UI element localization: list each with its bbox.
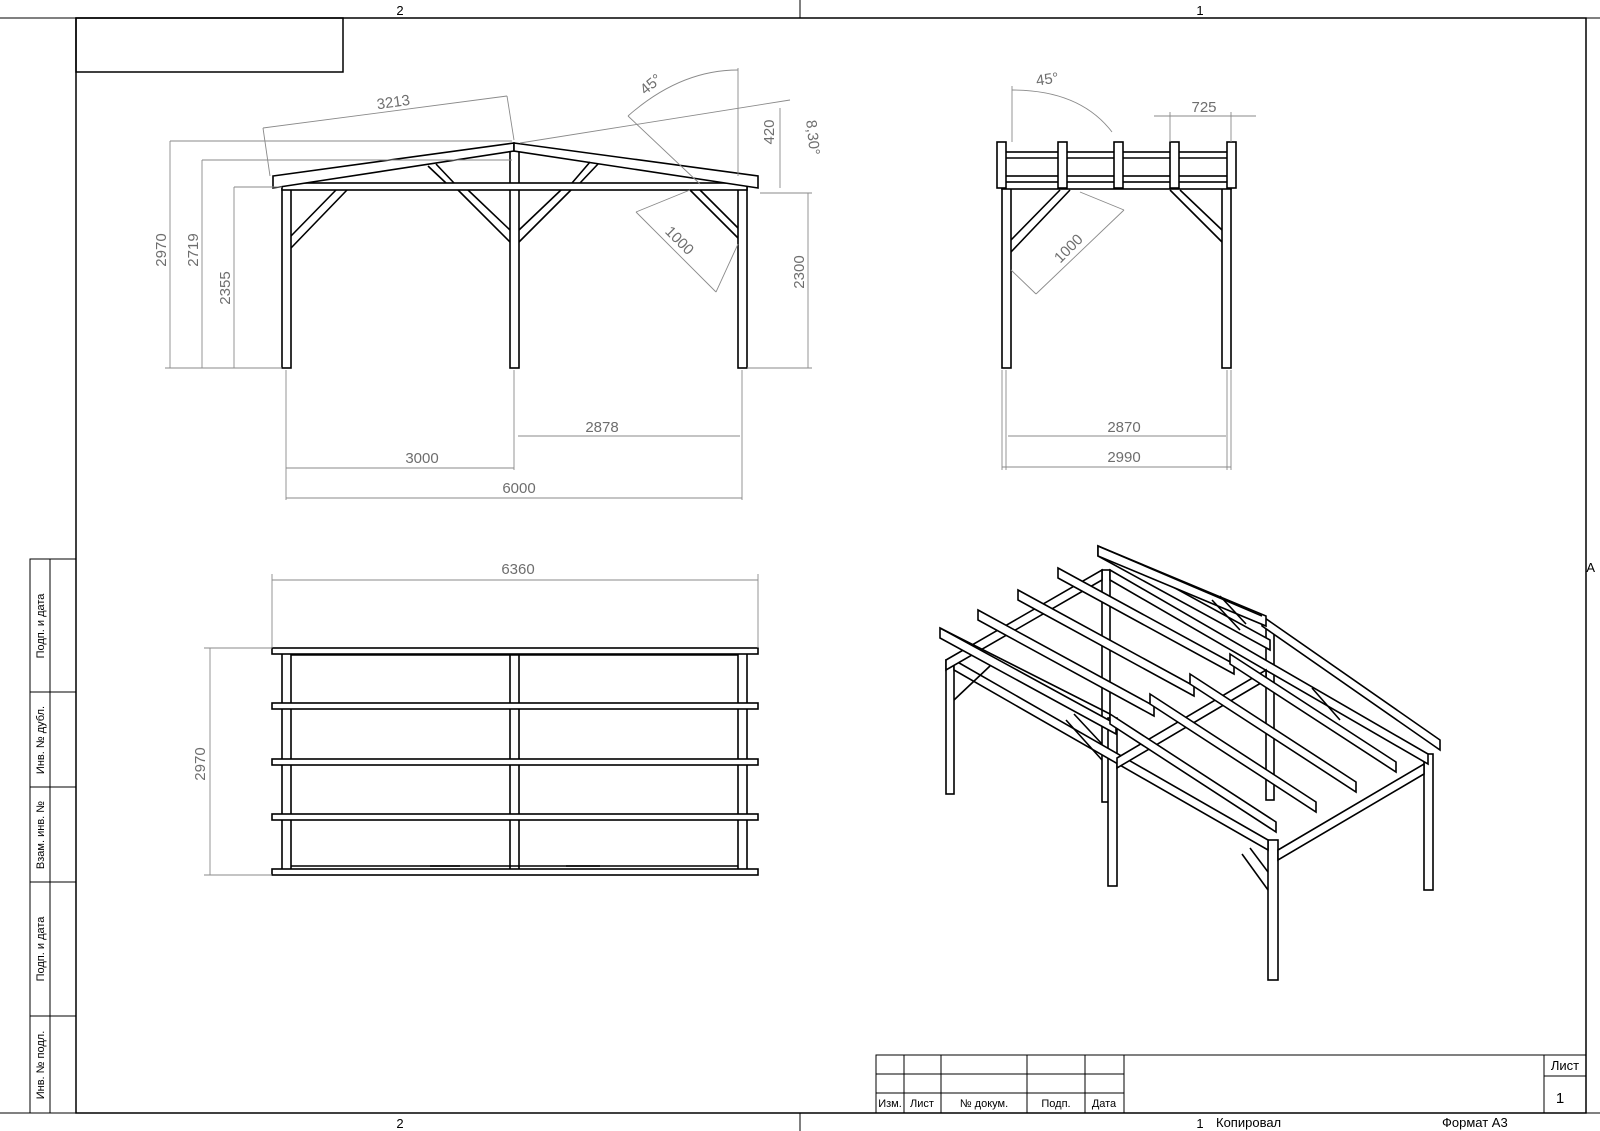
side-stamp-cell-5: Инв. № подл. [35,1031,47,1100]
front-dim-rise: 420 [761,119,778,144]
title-col-sheet: Лист [910,1098,934,1110]
side-dim-spacing: 725 [1191,99,1216,116]
front-dim-slope: 8,30° [802,119,823,156]
plan-view [204,574,759,876]
front-dim-width: 6000 [502,480,535,497]
side-stamp [29,558,77,1114]
front-dim-height-beam: 2355 [217,271,234,304]
side-dim-brace: 1000 [1051,231,1087,267]
title-sheet-number: 1 [1556,1090,1564,1107]
title-sheet-label: Лист [1551,1058,1579,1073]
plan-dim-length: 6360 [501,561,534,578]
front-dim-height-ridge-beam: 2719 [185,233,202,266]
side-stamp-cell-3: Взам. инв. № [35,801,47,869]
side-stamp-cell-2: Инв. № дубл. [35,706,47,774]
zone-bottom-left: 2 [396,1116,403,1131]
side-stamp-cell-4: Подп. и дата [35,916,47,982]
zone-top-right: 1 [1196,3,1203,18]
side-stamp-cell-1: Подп. и дата [35,593,47,659]
title-col-signature: Подп. [1041,1098,1070,1110]
zone-bottom-right: 1 [1196,1116,1203,1131]
zone-right-mark: A [1586,560,1595,575]
front-dim-span-left: 3000 [405,450,438,467]
plan-dim-depth: 2970 [192,747,209,780]
front-dim-brace: 1000 [661,223,697,259]
title-col-date: Дата [1092,1098,1117,1110]
title-format: Формат А3 [1442,1115,1508,1130]
front-dim-height-total: 2970 [153,233,170,266]
front-view [165,68,812,500]
title-copied: Копировал [1216,1115,1281,1130]
isometric-view [939,544,1441,981]
side-dim-angle: 45° [1035,70,1060,90]
front-dim-rafter: 3213 [376,92,411,113]
title-col-change: Изм. [878,1098,902,1110]
front-dim-span-right: 2878 [585,419,618,436]
front-dim-angle: 45° [637,71,665,99]
side-view [996,86,1256,470]
title-block [875,1054,1587,1114]
zone-top-left: 2 [396,3,403,18]
front-dim-height-right: 2300 [791,255,808,288]
side-dim-inner: 2870 [1107,419,1140,436]
title-col-document: № докум. [960,1098,1008,1110]
side-dim-outer: 2990 [1107,449,1140,466]
